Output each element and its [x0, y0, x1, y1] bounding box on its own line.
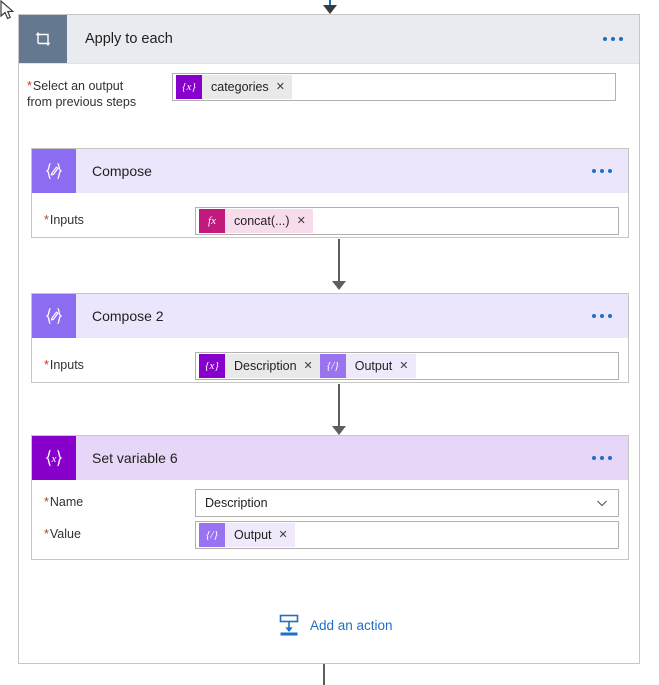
select-output-input[interactable]: {x} categories ✕ — [172, 73, 616, 101]
set-variable-6-title: Set variable 6 — [92, 450, 178, 466]
apply-to-each-menu-button[interactable] — [601, 31, 625, 47]
connector-compose2-to-setvariable[interactable] — [332, 384, 346, 435]
required-asterisk: * — [44, 527, 49, 541]
set-variable-value-row: *Value {/} Output ✕ — [44, 521, 624, 549]
compose-inputs-label: *Inputs — [44, 213, 84, 227]
select-output-label: *Select an output from previous steps — [27, 79, 137, 109]
compose-2-title: Compose 2 — [92, 308, 164, 324]
compose-2-inputs-label: *Inputs — [44, 358, 84, 372]
output-token-icon: {/} — [319, 354, 346, 378]
token-description[interactable]: {x} Description ✕ — [199, 354, 320, 378]
token-label: concat(...) — [234, 214, 290, 228]
connector-compose-to-compose2[interactable] — [332, 239, 346, 290]
token-concat[interactable]: fx concat(...) ✕ — [199, 209, 313, 233]
token-categories[interactable]: {x} categories ✕ — [176, 75, 292, 99]
add-an-action-button[interactable]: Add an action — [277, 613, 393, 637]
set-variable-6-menu-button[interactable] — [590, 450, 614, 466]
token-remove-icon[interactable]: ✕ — [278, 528, 288, 541]
token-label: Output — [234, 528, 272, 542]
required-asterisk: * — [44, 213, 49, 227]
variable-token-icon: {x} — [176, 75, 202, 99]
compose-menu-button[interactable] — [590, 163, 614, 179]
compose-icon — [32, 149, 76, 193]
apply-to-each-header[interactable]: Apply to each — [19, 15, 639, 64]
add-an-action-label: Add an action — [310, 617, 393, 633]
required-asterisk: * — [27, 79, 32, 93]
token-body: Output ✕ — [345, 354, 416, 378]
set-variable-6-header[interactable]: x Set variable 6 — [32, 436, 628, 480]
compose-icon — [32, 294, 76, 338]
set-variable-name-value: Description — [205, 496, 268, 510]
expression-token-icon: fx — [199, 209, 225, 233]
set-variable-icon: x — [32, 436, 76, 480]
token-label: categories — [211, 80, 269, 94]
compose-2-header[interactable]: Compose 2 — [32, 294, 628, 338]
compose-title: Compose — [92, 163, 152, 179]
connector-top[interactable] — [323, 0, 337, 14]
compose-card: Compose *Inputs fx concat(...) ✕ — [31, 148, 629, 238]
compose-2-inputs-input[interactable]: {x} Description ✕ {/} Output ✕ — [195, 352, 619, 380]
compose-inputs-row: *Inputs fx concat(...) ✕ — [44, 207, 624, 235]
set-variable-name-dropdown[interactable]: Description — [195, 489, 619, 517]
compose-2-inputs-row: *Inputs {x} Description ✕ {/} Output — [44, 352, 624, 380]
compose-2-menu-button[interactable] — [590, 308, 614, 324]
token-label: Output — [354, 359, 393, 373]
set-variable-name-label: *Name — [44, 495, 84, 509]
mouse-cursor — [0, 0, 16, 22]
set-variable-value-label: *Value — [44, 527, 81, 541]
token-body: concat(...) ✕ — [225, 209, 313, 233]
output-token-icon: {/} — [199, 523, 225, 547]
token-remove-icon[interactable]: ✕ — [275, 80, 285, 93]
token-remove-icon[interactable]: ✕ — [296, 214, 306, 227]
select-output-field-row: *Select an output from previous steps {x… — [27, 73, 633, 110]
token-body: Description ✕ — [225, 354, 320, 378]
set-variable-name-row: *Name Description — [44, 489, 624, 517]
apply-to-each-title: Apply to each — [85, 31, 173, 47]
required-asterisk: * — [44, 358, 49, 372]
token-body: Output ✕ — [225, 523, 295, 547]
svg-text:x: x — [51, 453, 57, 465]
compose-inputs-input[interactable]: fx concat(...) ✕ — [195, 207, 619, 235]
required-asterisk: * — [44, 495, 49, 509]
apply-to-each-card: Apply to each *Select an output from pre… — [18, 14, 640, 664]
variable-token-icon: {x} — [199, 354, 225, 378]
insert-action-icon — [277, 613, 301, 637]
token-body: categories ✕ — [202, 75, 292, 99]
compose-2-card: Compose 2 *Inputs {x} Description ✕ — [31, 293, 629, 383]
connector-bottom[interactable] — [323, 664, 325, 685]
compose-header[interactable]: Compose — [32, 149, 628, 193]
chevron-down-icon[interactable] — [595, 496, 609, 510]
token-output[interactable]: {/} Output ✕ — [199, 523, 295, 547]
token-remove-icon[interactable]: ✕ — [303, 359, 313, 372]
loop-icon — [19, 15, 67, 63]
token-remove-icon[interactable]: ✕ — [399, 359, 409, 372]
set-variable-value-input[interactable]: {/} Output ✕ — [195, 521, 619, 549]
set-variable-6-card: x Set variable 6 *Name Description — [31, 435, 629, 560]
token-label: Description — [234, 359, 297, 373]
token-output[interactable]: {/} Output ✕ — [319, 354, 416, 378]
